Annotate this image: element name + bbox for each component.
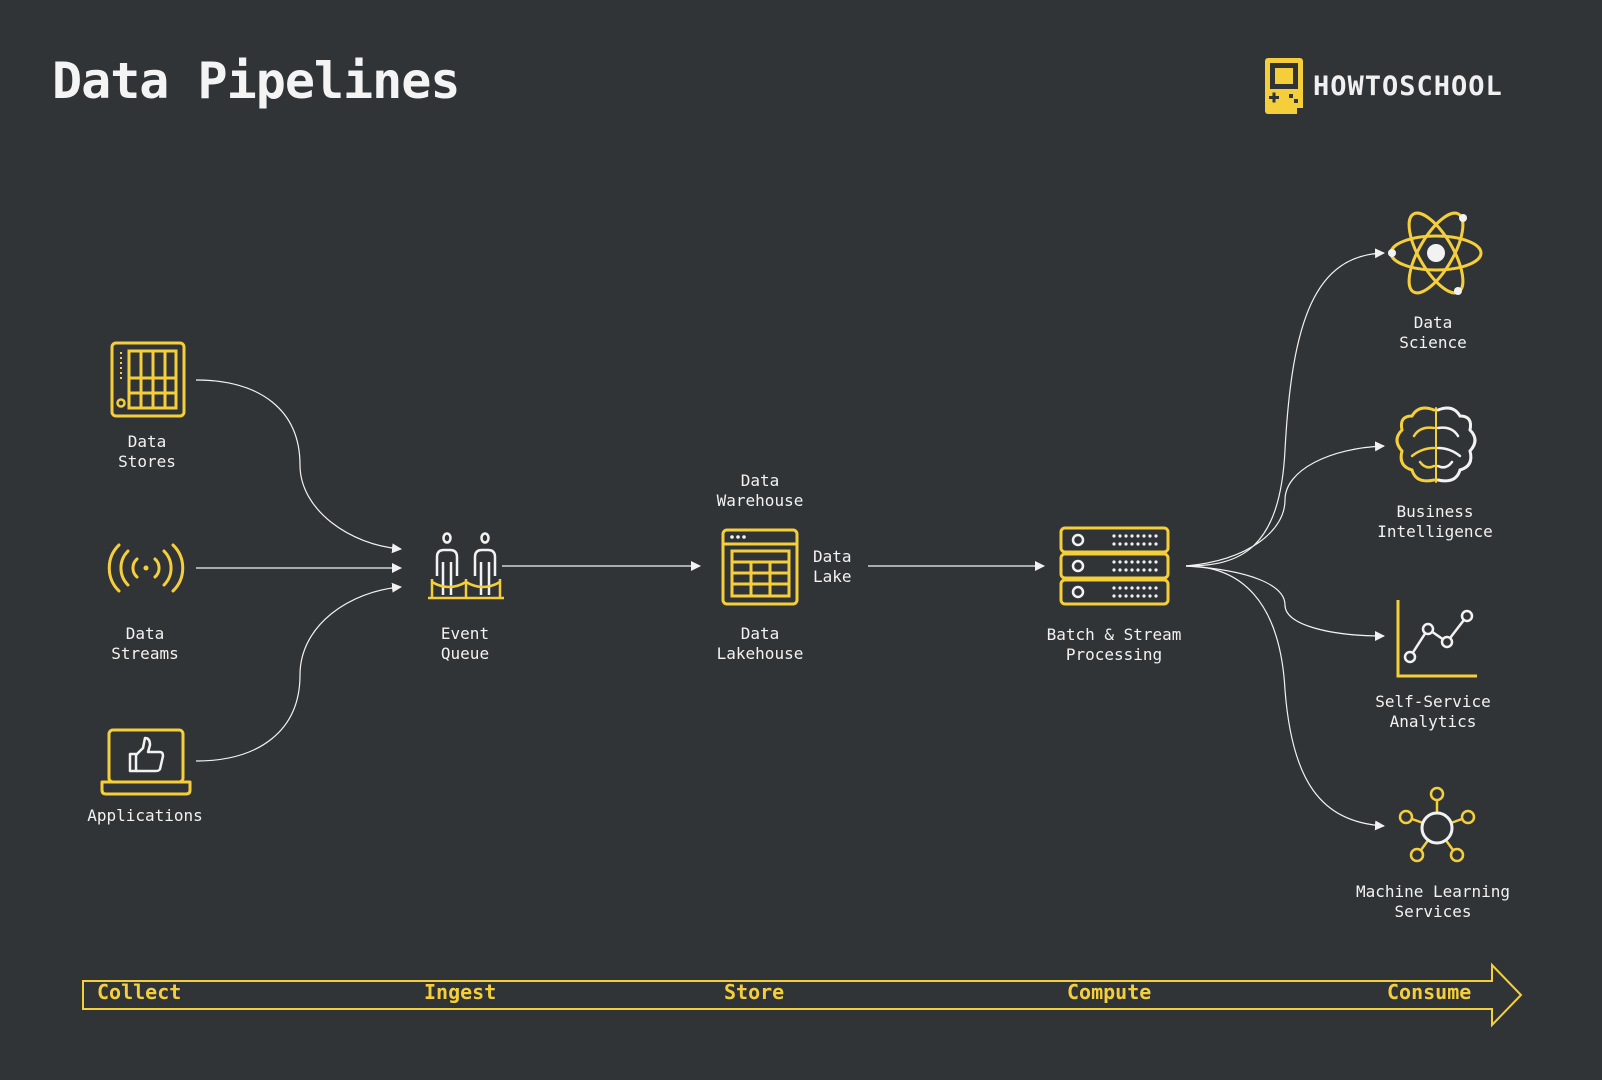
brand-logo: HOWTOSCHOOL [1265, 58, 1503, 114]
table-window-icon [721, 528, 799, 606]
connector-stores-to-queue [195, 379, 402, 554]
node-label-applications: Applications [87, 806, 203, 825]
connector-processing-to-bi [1185, 441, 1385, 567]
stage-collect: Collect [97, 980, 182, 1004]
connector-processing-to-science [1185, 248, 1385, 567]
stage-store: Store [724, 980, 785, 1004]
brain-icon [1395, 406, 1477, 483]
laptop-thumbs-up-icon [100, 728, 192, 796]
stage-consume: Consume [1387, 980, 1472, 1004]
stage-ingest: Ingest [424, 980, 497, 1004]
server-rack-icon [1059, 526, 1170, 606]
stage-compute: Compute [1067, 980, 1152, 1004]
brand-name: HOWTOSCHOOL [1313, 70, 1503, 102]
network-hub-icon [1398, 786, 1476, 863]
database-icon [110, 341, 186, 418]
broadcast-icon [107, 543, 185, 593]
queue-people-icon [428, 532, 504, 600]
atom-icon [1388, 211, 1483, 295]
connector-processing-to-ml [1185, 565, 1385, 831]
stage-timeline-arrow [82, 962, 1523, 1028]
gameboy-icon [1265, 58, 1303, 114]
connector-processing-to-analytics [1185, 565, 1385, 641]
line-chart-icon [1396, 600, 1477, 678]
connector-apps-to-queue [195, 582, 402, 762]
page-title: Data Pipelines [52, 52, 460, 110]
